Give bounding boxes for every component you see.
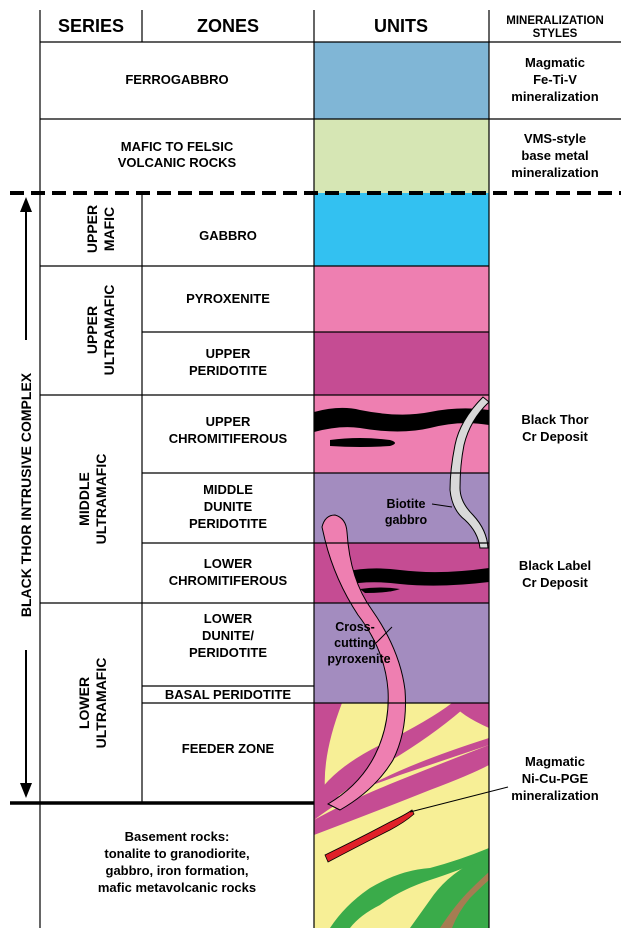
arrow-up-icon — [20, 197, 32, 212]
black-thor-line2: Cr Deposit — [522, 429, 588, 444]
arrow-down-icon — [20, 783, 32, 798]
zone-upper-peridotite-line2: PERIDOTITE — [189, 363, 267, 378]
series-header: SERIES — [58, 16, 124, 36]
series-upper-mafic-line2: MAFIC — [101, 207, 117, 251]
zone-lower-dunite-line1: LOWER — [204, 611, 253, 626]
upper-peridotite-unit — [314, 332, 489, 395]
volcanic-unit — [314, 119, 489, 193]
zones-header: ZONES — [197, 16, 259, 36]
zone-basal-peridotite: BASAL PERIDOTITE — [165, 687, 291, 702]
nicupge-line3: mineralization — [511, 788, 598, 803]
complex-label: BLACK THOR INTRUSIVE COMPLEX — [18, 372, 34, 617]
zone-upper-chromitiferous-line2: CHROMITIFEROUS — [169, 431, 288, 446]
black-label-line2: Cr Deposit — [522, 575, 588, 590]
biotite-gabbro-line2: gabbro — [385, 513, 428, 527]
zone-lower-dunite-line2: DUNITE/ — [202, 628, 254, 643]
zone-feeder: FEEDER ZONE — [182, 741, 275, 756]
series-lower-ultramafic-line2: ULTRAMAFIC — [93, 658, 109, 749]
gabbro-unit — [314, 193, 489, 266]
black-thor-line1: Black Thor — [521, 412, 588, 427]
volcanic-label-line1: MAFIC TO FELSIC — [121, 139, 234, 154]
series-lower-ultramafic-line1: LOWER — [76, 677, 92, 729]
series-upper-ultramafic-line2: ULTRAMAFIC — [101, 285, 117, 376]
pyroxenite-unit — [314, 266, 489, 332]
ferrogabbro-min-line3: mineralization — [511, 89, 598, 104]
zone-gabbro: GABBRO — [199, 228, 257, 243]
series-upper-ultramafic-line1: UPPER — [84, 306, 100, 354]
zone-lower-dunite-line3: PERIDOTITE — [189, 645, 267, 660]
biotite-gabbro-line1: Biotite — [387, 497, 426, 511]
basement-line1: Basement rocks: — [125, 829, 230, 844]
mineralization-header-line1: MINERALIZATION — [506, 15, 604, 27]
nicupge-line1: Magmatic — [525, 754, 585, 769]
ferrogabbro-label: FERROGABBRO — [125, 72, 228, 87]
nicupge-line2: Ni-Cu-PGE — [522, 771, 589, 786]
vms-min-line2: base metal — [521, 148, 588, 163]
zone-lower-chromitiferous-line1: LOWER — [204, 556, 253, 571]
crosscutting-line1: Cross- — [335, 620, 375, 634]
zone-upper-chromitiferous-line1: UPPER — [206, 414, 251, 429]
zone-pyroxenite: PYROXENITE — [186, 291, 270, 306]
series-upper-mafic-line1: UPPER — [84, 205, 100, 253]
basement-line2: tonalite to granodiorite, — [104, 846, 249, 861]
crosscutting-line3: pyroxenite — [327, 652, 390, 666]
zone-middle-dunite-line1: MIDDLE — [203, 482, 253, 497]
series-middle-ultramafic-line2: ULTRAMAFIC — [93, 454, 109, 545]
zone-middle-dunite-line3: PERIDOTITE — [189, 516, 267, 531]
basement-line3: gabbro, iron formation, — [106, 863, 249, 878]
basement-line4: mafic metavolcanic rocks — [98, 880, 256, 895]
zone-upper-peridotite-line1: UPPER — [206, 346, 251, 361]
crosscutting-line2: cutting — [334, 636, 376, 650]
mineralization-header-line2: STYLES — [533, 28, 578, 40]
ferrogabbro-min-line2: Fe-Ti-V — [533, 72, 577, 87]
vms-min-line1: VMS-style — [524, 131, 586, 146]
series-middle-ultramafic-line1: MIDDLE — [76, 472, 92, 526]
volcanic-label-line2: VOLCANIC ROCKS — [118, 155, 237, 170]
ferrogabbro-unit — [314, 42, 489, 119]
vms-min-line3: mineralization — [511, 165, 598, 180]
units-header: UNITS — [374, 16, 428, 36]
ferrogabbro-min-line1: Magmatic — [525, 55, 585, 70]
zone-lower-chromitiferous-line2: CHROMITIFEROUS — [169, 573, 288, 588]
black-label-line1: Black Label — [519, 558, 591, 573]
zone-middle-dunite-line2: DUNITE — [204, 499, 253, 514]
